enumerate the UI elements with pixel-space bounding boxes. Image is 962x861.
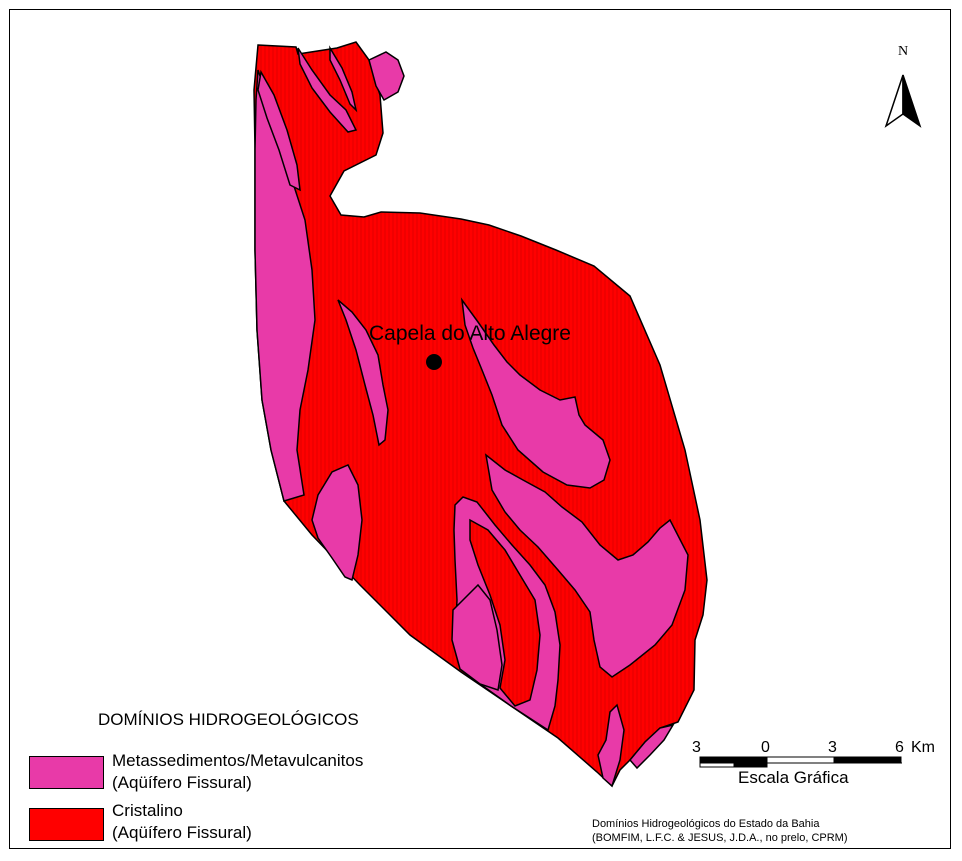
legend-swatch-metassedimentos bbox=[29, 756, 104, 789]
meta-region-north-tip bbox=[368, 51, 405, 102]
legend-item-sublabel: (Aqüífero Fissural) bbox=[112, 773, 252, 792]
legend-item-label: Metassedimentos/Metavulcanitos bbox=[112, 751, 364, 770]
meta-region-south-fold-inner bbox=[469, 518, 541, 707]
place-label: Capela do Alto Alegre bbox=[369, 322, 571, 345]
meta-region-southeast-finger-1 bbox=[597, 703, 625, 788]
source-credit: Domínios Hidrogeológicos do Estado da Ba… bbox=[592, 817, 848, 845]
capela-town-marker bbox=[426, 354, 442, 370]
scale-tick-label: 3 bbox=[692, 739, 701, 756]
north-label: N bbox=[898, 44, 909, 59]
legend-item-cristalino: Cristalino (Aqüífero Fissural) bbox=[112, 800, 252, 844]
source-credit-line: (BOMFIM, L.F.C. & JESUS, J.D.A., no prel… bbox=[592, 832, 848, 844]
scale-unit-label: Km bbox=[911, 739, 935, 756]
scale-tick-label: 6 bbox=[895, 739, 904, 756]
meta-region-central-finger bbox=[337, 299, 389, 447]
meta-region-east-lobe bbox=[460, 297, 611, 489]
legend-item-label: Cristalino bbox=[112, 801, 183, 820]
meta-region-southwest-lobe bbox=[311, 464, 363, 582]
legend-item-metassedimentos: Metassedimentos/Metavulcanitos (Aqüífero… bbox=[112, 750, 363, 794]
map-frame bbox=[9, 9, 951, 849]
legend-swatch-cristalino bbox=[29, 808, 104, 841]
scale-caption: Escala Gráfica bbox=[738, 768, 849, 787]
source-credit-line: Domínios Hidrogeológicos do Estado da Ba… bbox=[592, 818, 820, 830]
meta-region-north-lobe-1 bbox=[257, 69, 301, 192]
north-arrow-icon bbox=[884, 74, 922, 128]
meta-region-south-inner-lobe bbox=[451, 583, 503, 691]
legend-item-sublabel: (Aqüífero Fissural) bbox=[112, 823, 252, 842]
scale-tick-label: 0 bbox=[761, 739, 770, 756]
meta-region-north-lobe-2 bbox=[297, 47, 358, 133]
scale-bar bbox=[699, 756, 902, 768]
legend-title: DOMÍNIOS HIDROGEOLÓGICOS bbox=[98, 710, 359, 729]
meta-region-north-lobe-3 bbox=[329, 45, 358, 113]
meta-region-southeast-finger-2 bbox=[629, 723, 675, 770]
scale-tick-label: 3 bbox=[828, 739, 837, 756]
meta-region-southeast-band bbox=[484, 453, 689, 678]
